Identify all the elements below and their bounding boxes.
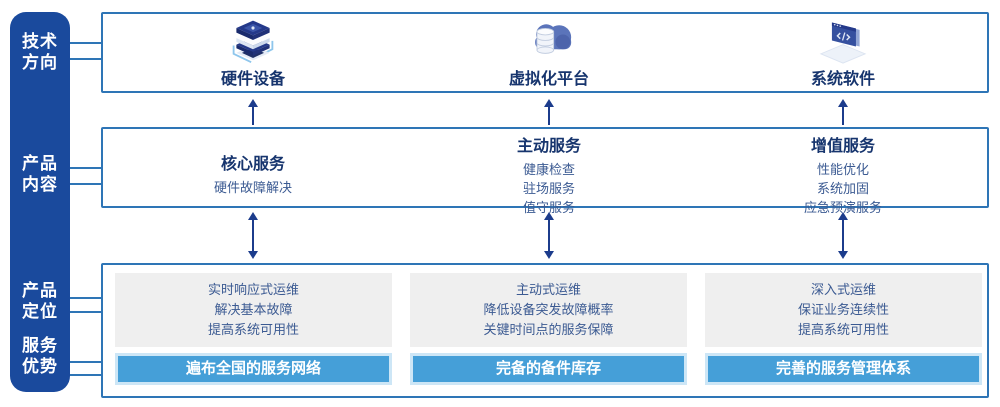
positioning-line: 主动式运维	[515, 282, 581, 297]
double-arrow	[248, 212, 258, 259]
positioning-column-realtime: 实时响应式运维 解决基本故障 提高系统可用性 遍布全国的服务网络	[115, 273, 392, 385]
sidebar-label-tech-direction: 技术 方向	[22, 32, 58, 72]
connector-line	[66, 311, 103, 313]
positioning-line: 提高系统可用性	[207, 322, 299, 337]
service-heading: 核心服务	[220, 156, 285, 173]
service-column-value-added: 增值服务 性能优化 系统加固 应急预演服务	[743, 129, 943, 217]
service-item: 应急预演服务	[803, 200, 882, 215]
service-heading: 增值服务	[810, 138, 875, 155]
service-item: 驻场服务	[522, 181, 575, 196]
connector-line	[66, 183, 103, 185]
tech-item-label: 虚拟化平台	[508, 71, 589, 88]
service-item: 健康检查	[522, 162, 575, 177]
positioning-line: 关键时间点的服务保障	[483, 322, 614, 337]
up-arrow	[838, 99, 848, 125]
tech-item-virtualization: 虚拟化平台	[469, 16, 629, 89]
sidebar-label-product-position: 产品 定位	[22, 281, 58, 321]
service-item: 值守服务	[522, 200, 575, 215]
service-column-core: 核心服务 硬件故障解决	[153, 129, 353, 197]
tech-item-hardware: 硬件设备	[173, 16, 333, 89]
positioning-line: 深入式运维	[810, 282, 876, 297]
positioning-line: 提高系统可用性	[797, 322, 889, 337]
positioning-column-deep: 深入式运维 保证业务连续性 提高系统可用性 完善的服务管理体系	[705, 273, 982, 385]
positioning-line: 降低设备突发故障概率	[483, 302, 614, 317]
connector-line	[66, 297, 103, 299]
server-stack-icon	[232, 20, 274, 63]
positioning-box: 主动式运维 降低设备突发故障概率 关键时间点的服务保障	[410, 273, 687, 347]
connector-line	[66, 42, 103, 44]
connector-line	[66, 167, 103, 169]
advantage-bar: 完备的备件库存	[410, 353, 687, 385]
service-item: 硬件故障解决	[213, 180, 292, 195]
service-item: 性能优化	[816, 162, 869, 177]
connector-line	[66, 374, 103, 376]
positioning-line: 保证业务连续性	[797, 302, 889, 317]
tech-item-label: 系统软件	[810, 71, 875, 88]
tech-item-label: 硬件设备	[220, 71, 285, 88]
cloud-database-icon	[535, 24, 572, 54]
advantage-bar: 完善的服务管理体系	[705, 353, 982, 385]
service-column-proactive: 主动服务 健康检查 驻场服务 值守服务	[449, 129, 649, 217]
tech-item-system-software: 系统软件	[763, 16, 923, 89]
positioning-line: 解决基本故障	[214, 302, 293, 317]
service-item: 系统加固	[816, 181, 869, 196]
product-content-panel: 核心服务 硬件故障解决 主动服务 健康检查 驻场服务 值守服务 增值服务 性能优…	[101, 127, 989, 215]
positioning-box: 实时响应式运维 解决基本故障 提高系统可用性	[115, 273, 392, 347]
connector-line	[66, 58, 103, 60]
positioning-column-proactive: 主动式运维 降低设备突发故障概率 关键时间点的服务保障 完备的备件库存	[410, 273, 687, 385]
connector-line	[66, 361, 103, 363]
code-window-icon	[819, 22, 867, 64]
positioning-panel: 实时响应式运维 解决基本故障 提高系统可用性 遍布全国的服务网络 主动式运维 降…	[101, 263, 989, 398]
sidebar: 技术 方向 产品 内容 产品 定位 服务 优势	[10, 12, 70, 392]
tech-direction-panel: 硬件设备 虚拟化平台	[101, 12, 989, 93]
up-arrow	[544, 99, 554, 125]
service-heading: 主动服务	[516, 138, 581, 155]
double-arrow	[544, 212, 554, 259]
double-arrow	[838, 212, 848, 259]
positioning-box: 深入式运维 保证业务连续性 提高系统可用性	[705, 273, 982, 347]
up-arrow	[248, 99, 258, 125]
sidebar-label-service-advantage: 服务 优势	[22, 336, 58, 376]
sidebar-label-product-content: 产品 内容	[22, 154, 58, 194]
advantage-bar: 遍布全国的服务网络	[115, 353, 392, 385]
positioning-line: 实时响应式运维	[207, 282, 299, 297]
